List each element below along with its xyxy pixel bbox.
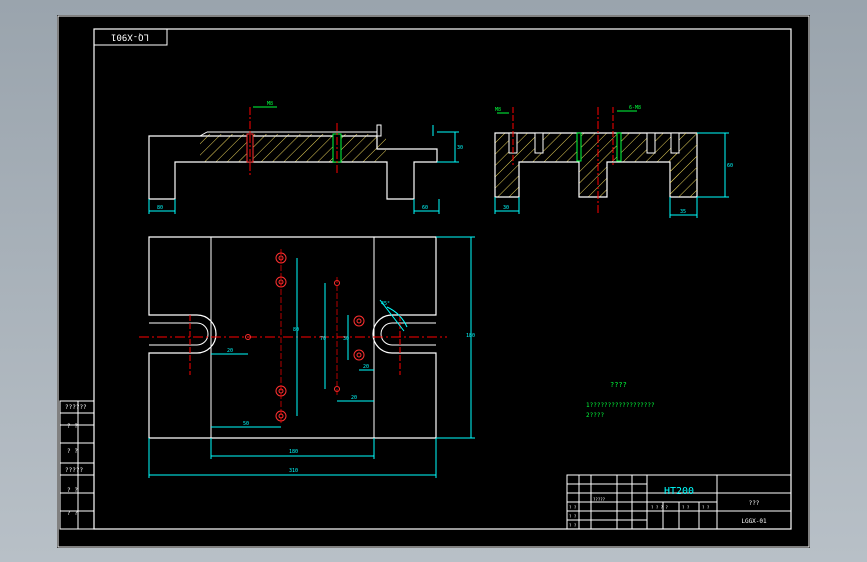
left-strip-table [59, 400, 95, 530]
title-block-cell-4: ? ? [702, 505, 710, 510]
title-block-cell-6: ? ? [569, 514, 577, 519]
title-block-cell-1: ????? [593, 497, 606, 502]
drawing-number-text: LQ-X901 [111, 32, 149, 42]
side-dim-height: 60 [727, 163, 733, 169]
front-dim-height: 30 [457, 145, 463, 151]
title-block-material: HT200 [664, 486, 694, 497]
side-dim-left: 30 [503, 205, 509, 211]
left-strip-label-1: ?????? [65, 404, 87, 411]
side-thread-label: 6-M8 [629, 105, 641, 111]
side-section-view: 30 35 60 6-M8 M8 [494, 105, 733, 218]
plan-dim-small-right: 20 [351, 395, 357, 401]
drawing-number-box: LQ-X901 [93, 28, 168, 46]
title-block-part-name: ??? [749, 500, 760, 507]
plan-dim-height: 180 [466, 333, 475, 339]
title-block-cell-7: ? ? [569, 523, 577, 528]
left-strip-label-3: ? ? [67, 448, 78, 455]
notes-line-1: 1?????????????????? [586, 402, 655, 409]
left-strip-label-2: ? ? [67, 423, 78, 430]
front-thread-label: M8 [267, 101, 273, 107]
notes-title: ???? [610, 381, 627, 389]
title-block-cell-3: ? ? [682, 505, 690, 510]
plan-dim-offset-left: 50 [243, 421, 249, 427]
drawing-canvas: LQ-X901 ?????? ? ? ? ? ????? ? ? ? ? [57, 15, 810, 548]
sheet-inner-border [93, 28, 792, 530]
left-strip-label-5: ? ? [67, 487, 78, 494]
notes-line-2: 2???? [586, 412, 604, 419]
title-block-part-code: LGGX-01 [741, 518, 767, 525]
left-strip-label-4: ????? [65, 467, 83, 474]
front-hatch [200, 134, 386, 162]
title-block [566, 474, 792, 530]
cad-viewport[interactable]: LQ-X901 ?????? ? ? ? ? ????? ? ? ? ? [57, 15, 810, 548]
plan-dim-offset: 20 [227, 348, 233, 354]
plan-dim-inner: 70 [320, 336, 326, 342]
side-dim-right: 35 [680, 209, 686, 215]
side-thread-label-left: M8 [495, 107, 501, 113]
front-section-view: 80 60 30 M8 [148, 101, 463, 214]
plan-dim-slot: 30 [343, 336, 349, 342]
title-block-cell-2: ? ? ? ? [651, 505, 668, 510]
plan-dim-tiny: 20 [363, 364, 369, 370]
sheet-outer-border [57, 15, 810, 548]
plan-angle-label: 45° [381, 301, 390, 307]
front-dim-right: 60 [422, 205, 428, 211]
plan-view: 45° 80 70 30 20 50 20 20 180 310 180 [139, 236, 475, 478]
left-strip-label-6: ? ? [67, 510, 78, 517]
title-block-cell-5: ? ? [569, 505, 577, 510]
plan-dim-overall-width: 310 [289, 468, 298, 474]
front-dim-left: 80 [157, 205, 163, 211]
plan-dim-inner-width: 180 [289, 449, 298, 455]
plan-dim-hole-spacing: 80 [293, 327, 299, 333]
